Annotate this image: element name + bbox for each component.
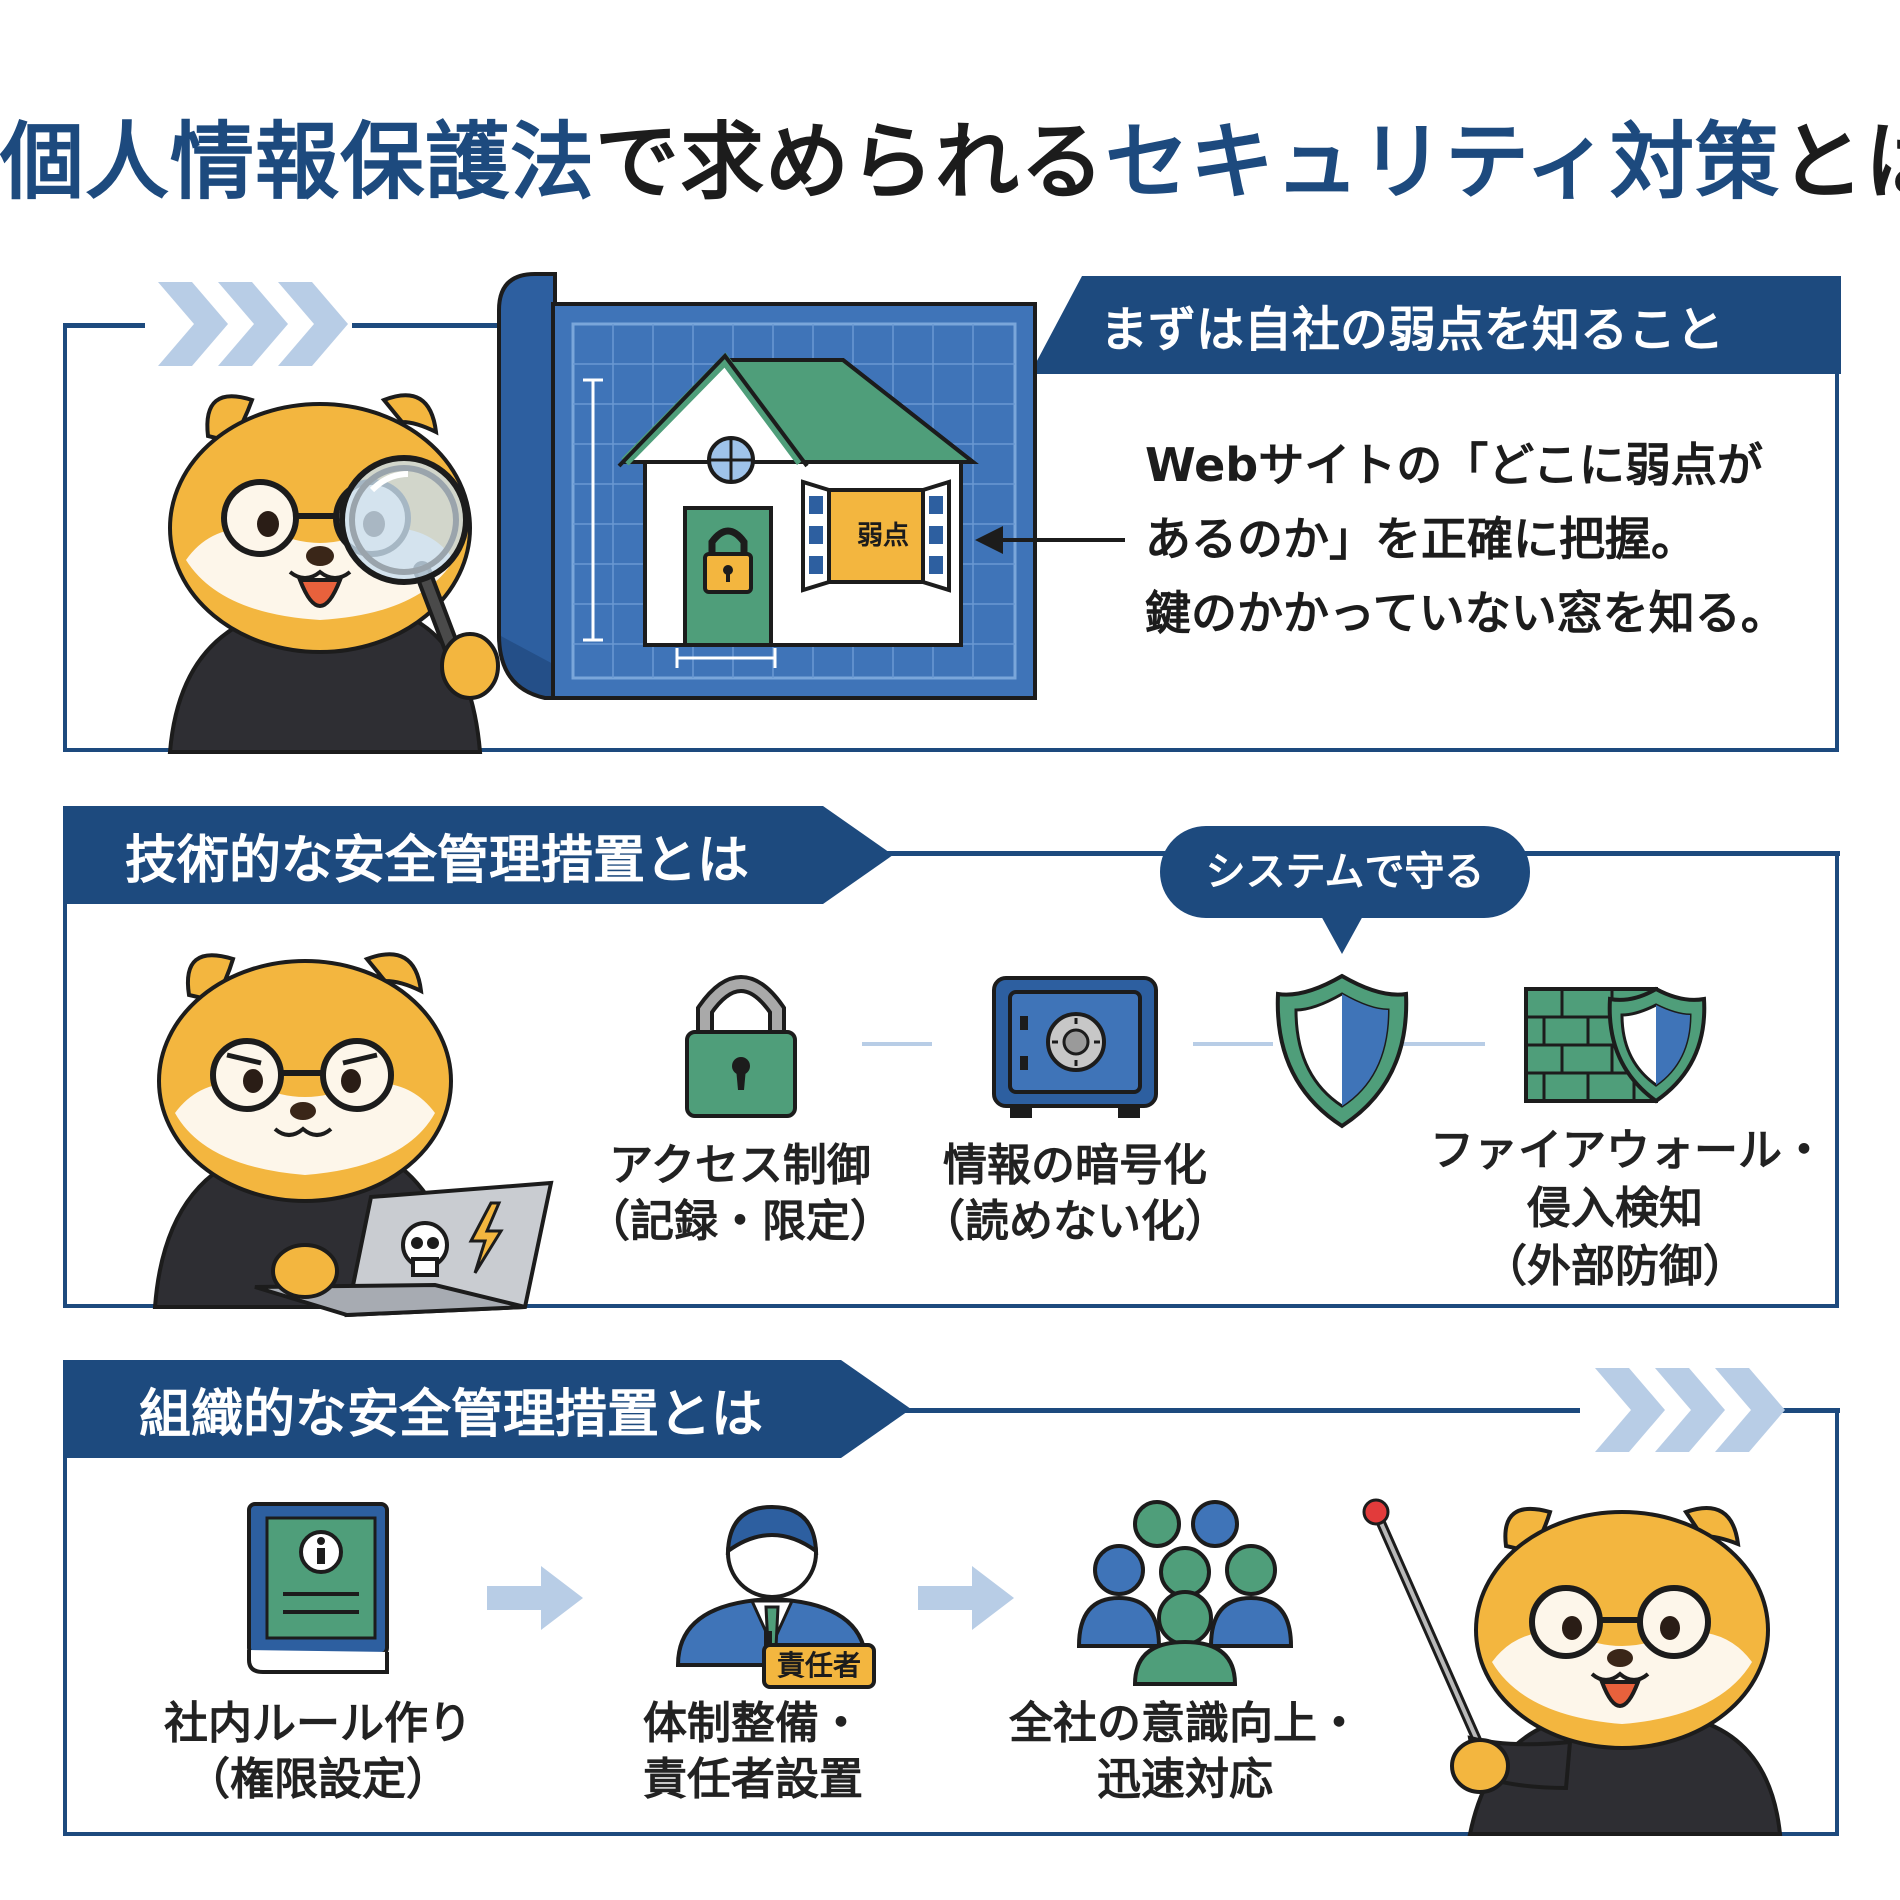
firewall-line-2: 侵入検知 bbox=[1527, 1183, 1703, 1234]
section1-desc-line-3: 鍵のかかっていない窓を知る。 bbox=[1145, 586, 1787, 640]
section1-desc-line-2: あるのか」を正確に把握。 bbox=[1145, 512, 1697, 566]
section2-header-text: 技術的な安全管理措置とは bbox=[125, 830, 750, 891]
section3-top-line-mid bbox=[880, 1408, 1580, 1413]
firewall-line-1: ファイアウォール・ bbox=[1430, 1125, 1826, 1176]
blueprint-house-illustration bbox=[497, 272, 1037, 700]
pill-pointer bbox=[1320, 914, 1364, 954]
internal-rules-line-1: 社内ルール作り bbox=[164, 1698, 472, 1749]
encryption-line-2: （読めない化） bbox=[921, 1196, 1229, 1247]
connector-3 bbox=[1403, 1042, 1485, 1046]
section1-top-line-right bbox=[352, 323, 502, 328]
chevrons-icon-top bbox=[158, 282, 348, 366]
rulebook-icon bbox=[247, 1502, 389, 1674]
encryption-line-1: 情報の暗号化 bbox=[943, 1140, 1207, 1191]
section3-header-text: 組織的な安全管理措置とは bbox=[139, 1384, 764, 1445]
section2-frame bbox=[63, 853, 1839, 1308]
title-part-2: で求められる bbox=[595, 113, 1106, 211]
arrow-right-icon-1 bbox=[487, 1566, 583, 1630]
section3-top-line-right bbox=[1782, 1408, 1840, 1413]
weakness-tag: 弱点 bbox=[848, 516, 918, 556]
manager-badge-text: 責任者 bbox=[776, 1649, 861, 1682]
mascot-pointer-illustration bbox=[1362, 1498, 1783, 1836]
arrow-left-icon bbox=[975, 526, 1125, 554]
title-part-1: 個人情報保護法 bbox=[0, 113, 596, 211]
structure-line-1: 体制整備・ bbox=[643, 1698, 863, 1749]
mascot-laptop-illustration bbox=[152, 952, 554, 1318]
connector-1 bbox=[862, 1042, 932, 1046]
section1-frame bbox=[63, 325, 1839, 752]
structure-label: 体制整備・ 責任者設置 bbox=[588, 1696, 918, 1808]
padlock-icon bbox=[685, 975, 797, 1118]
awareness-label: 全社の意識向上・ 迅速対応 bbox=[1005, 1696, 1365, 1808]
firewall-line-3: （外部防御） bbox=[1483, 1241, 1747, 1292]
system-protect-pill-text: システムで守る bbox=[1205, 849, 1485, 895]
section2-header: 技術的な安全管理措置とは bbox=[63, 806, 893, 904]
internal-rules-line-2: （権限設定） bbox=[186, 1754, 450, 1805]
mascot-magnifier-illustration bbox=[167, 393, 500, 754]
weakness-tag-text: 弱点 bbox=[856, 521, 909, 551]
internal-rules-label: 社内ルール作り （権限設定） bbox=[150, 1696, 486, 1808]
section1-desc-line-1: Webサイトの「どこに弱点が bbox=[1145, 438, 1763, 492]
page-title: 個人情報保護法で求められるセキュリティ対策とは bbox=[0, 95, 1900, 216]
manager-icon bbox=[675, 1504, 876, 1689]
awareness-line-2: 迅速対応 bbox=[1097, 1754, 1273, 1805]
section3-header: 組織的な安全管理措置とは bbox=[63, 1360, 911, 1458]
access-control-line-1: アクセス制御 bbox=[609, 1140, 871, 1191]
section3-frame bbox=[63, 1410, 1839, 1836]
safe-icon bbox=[992, 976, 1158, 1118]
team-icon bbox=[1076, 1500, 1294, 1686]
firewall-label: ファイアウォール・ 侵入検知 （外部防御） bbox=[1430, 1122, 1826, 1296]
shield-icon bbox=[1275, 973, 1409, 1129]
section1-description: Webサイトの「どこに弱点が あるのか」を正確に把握。 鍵のかかっていない窓を知… bbox=[1145, 428, 1787, 650]
connector-2 bbox=[1193, 1042, 1273, 1046]
title-part-3: セキュリティ対策 bbox=[1105, 113, 1780, 211]
firewall-icon bbox=[1524, 986, 1707, 1104]
access-control-line-2: （記録・限定） bbox=[586, 1196, 894, 1247]
chevrons-icon-bottom bbox=[1595, 1368, 1785, 1452]
system-protect-pill: システムで守る bbox=[1160, 826, 1530, 918]
encryption-label: 情報の暗号化 （読めない化） bbox=[915, 1138, 1235, 1250]
section1-header-text: まずは自社の弱点を知ること bbox=[1100, 302, 1725, 358]
structure-line-2: 責任者設置 bbox=[643, 1754, 863, 1805]
title-part-4: とは bbox=[1780, 113, 1900, 211]
awareness-line-1: 全社の意識向上・ bbox=[1009, 1698, 1361, 1749]
arrow-right-icon-2 bbox=[918, 1566, 1014, 1630]
section1-header: まずは自社の弱点を知ること bbox=[1030, 276, 1841, 374]
section1-top-line-left bbox=[63, 323, 145, 328]
manager-badge: 責任者 bbox=[764, 1645, 874, 1687]
access-control-label: アクセス制御 （記録・限定） bbox=[580, 1138, 900, 1250]
